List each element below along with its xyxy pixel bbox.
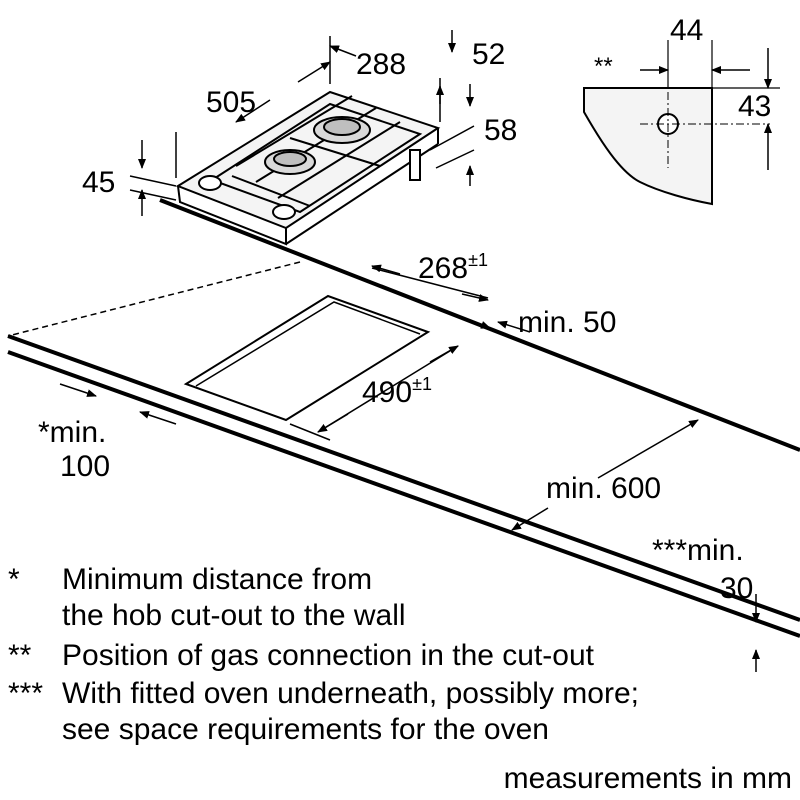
oven-gap-label-1: ***min. — [652, 534, 744, 567]
gas-marker-label: ** — [594, 53, 613, 80]
footnote-text: Position of gas connection in the cut-ou… — [62, 639, 595, 672]
footnote-mark: ** — [8, 639, 32, 672]
wall-distance-label-1: *min. — [38, 416, 106, 449]
cutout-depth-tolerance: ±1 — [412, 374, 432, 394]
cutout-width-tolerance: ±1 — [468, 250, 488, 270]
hob-thickness-label: 45 — [82, 166, 115, 199]
footnote-text: With fitted oven underneath, possibly mo… — [62, 677, 639, 710]
oven-gap-label-2: 30 — [720, 572, 753, 605]
footnote-text: see space requirements for the oven — [62, 713, 549, 746]
footnote-text: the hob cut-out to the wall — [62, 599, 406, 632]
footnote-mark: *** — [8, 677, 44, 710]
hob-dimension-lines — [129, 30, 475, 216]
wall-distance-label-2: 100 — [60, 450, 110, 483]
dim-58-label: 58 — [484, 114, 517, 147]
gas-offset-label: 44 — [670, 14, 703, 47]
hob-width-label: 288 — [356, 48, 406, 81]
cutout-depth-label: 490±1 — [362, 374, 432, 409]
unit-note: measurements in mm — [503, 762, 792, 795]
hob-depth-label: 505 — [206, 86, 256, 119]
footnote-text: Minimum distance from — [62, 563, 373, 596]
front-edge-label: min. 50 — [518, 306, 616, 339]
worktop-drawing — [7, 198, 800, 672]
footnote-mark: * — [8, 563, 20, 596]
worktop-depth-label: min. 600 — [546, 472, 661, 505]
hob-drawing — [175, 90, 441, 246]
gas-height-label: 43 — [738, 90, 771, 123]
gas-connection-detail — [583, 40, 780, 206]
cutout-width-label: 268±1 — [418, 250, 488, 285]
dim-52-label: 52 — [472, 38, 505, 71]
